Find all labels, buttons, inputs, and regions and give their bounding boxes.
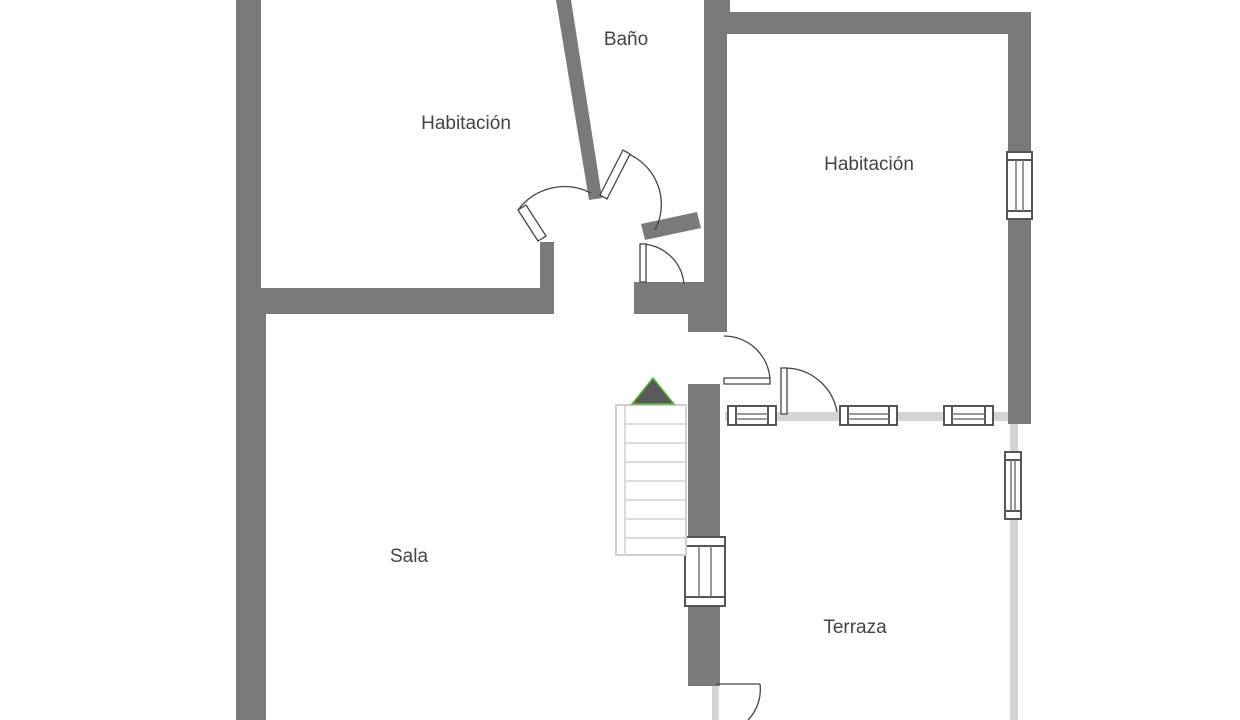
doors (517, 149, 838, 720)
door-terrace-exit (716, 683, 761, 720)
window-bedroom-right (1006, 151, 1033, 220)
room-label-bedroom-right: Habitación (824, 154, 914, 175)
room-label-bathroom: Baño (604, 29, 648, 50)
wall-right-room-top (704, 12, 1031, 34)
wall-left-upper (236, 0, 261, 300)
windows (684, 151, 1033, 607)
wall-bath-diagonal (556, 0, 602, 200)
door-terrace (780, 367, 838, 415)
wall-left-lower (236, 290, 266, 720)
wall-bedroom-bottom (236, 288, 554, 314)
door-bathroom (599, 149, 662, 231)
wall-bath-sink-counter (641, 212, 701, 240)
wall-bath-top-cap (704, 0, 730, 12)
door-bedroom-left (517, 186, 592, 242)
window-terrace-top-left (727, 405, 777, 426)
window-terrace-top-right (943, 405, 994, 426)
walls (236, 0, 1031, 720)
door-bedroom-right (723, 335, 771, 385)
wall-stair-right (688, 384, 720, 686)
window-sala-terrace (684, 536, 726, 607)
wall-bedroom-door-stub (540, 242, 554, 314)
room-label-bedroom-left: Habitación (421, 113, 511, 134)
window-terrace-top-middle (839, 405, 898, 426)
door-hall-small (639, 243, 685, 285)
terrace-light-wall-right (1010, 415, 1018, 720)
room-label-terrace: Terraza (823, 617, 887, 638)
terrace-light-walls (712, 412, 1018, 720)
staircase (615, 376, 687, 556)
room-label-living-room: Sala (390, 546, 428, 567)
stair-direction-arrow-icon (630, 376, 676, 405)
room-labels: Habitación Baño Habitación Sala Terraza (390, 29, 914, 638)
wall-bath-right (704, 0, 727, 332)
window-terrace-right (1004, 451, 1022, 520)
wall-hall-corner (688, 305, 724, 332)
